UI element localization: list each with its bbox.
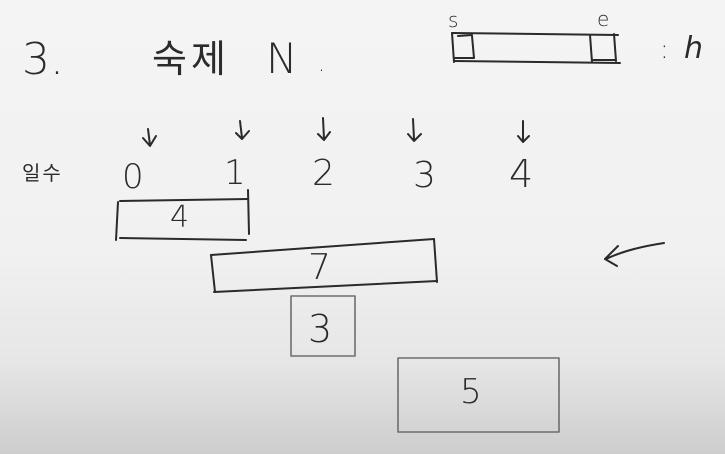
task-box-5 (397, 357, 560, 433)
legend-bar (451, 32, 621, 64)
day-1: 1 (224, 153, 246, 193)
problem-title: 숙제 (152, 37, 230, 81)
left-arrow-icon (604, 242, 665, 267)
day-2: 2 (312, 153, 335, 194)
day-4: 4 (509, 152, 534, 196)
problem-number: 3. (22, 34, 64, 85)
day-arrows (142, 117, 530, 147)
legend-separator: : (660, 35, 669, 65)
heading-dot: . (318, 52, 325, 77)
task-value-7: 7 (308, 247, 331, 288)
task-value-4: 4 (170, 200, 190, 235)
legend-length-label: h (684, 31, 704, 66)
day-3: 3 (413, 155, 436, 196)
task-value-5: 5 (460, 372, 482, 412)
legend-start-label: s (448, 8, 459, 32)
task-box-7 (210, 238, 438, 293)
day-0: 0 (122, 157, 144, 197)
task-value-3: 3 (308, 307, 333, 351)
task-box-4 (115, 189, 250, 241)
variable-n: N (266, 34, 298, 83)
task-box-3 (290, 295, 356, 357)
day-row-label: 일수 (22, 161, 63, 185)
legend-end-label: e (597, 7, 610, 31)
